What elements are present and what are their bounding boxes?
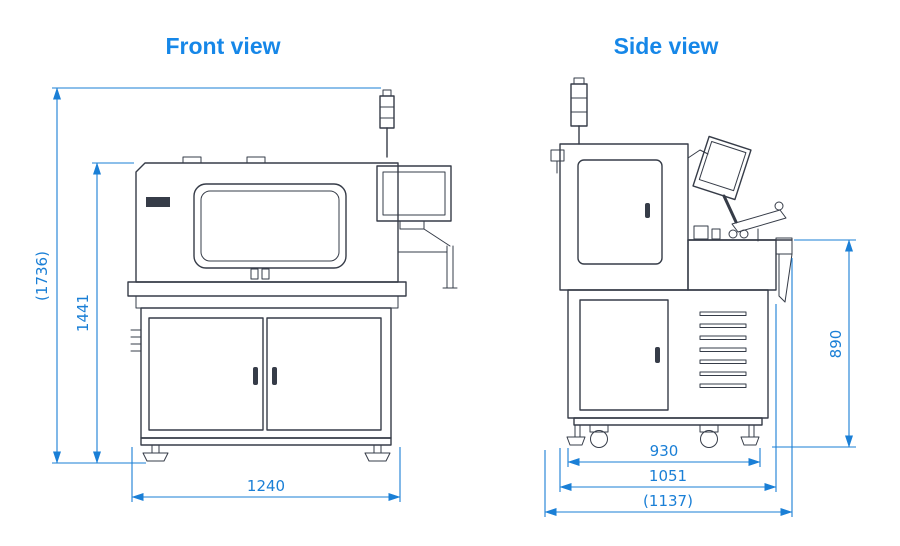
side-foot-right xyxy=(740,424,760,446)
front-upper-enclosure xyxy=(135,162,399,283)
front-top-tab-right xyxy=(246,156,266,164)
side-caster-left xyxy=(589,424,609,448)
side-signal-tower xyxy=(570,77,588,145)
monitor-frame xyxy=(376,165,452,222)
monitor-arm xyxy=(423,228,451,247)
front-cabinet xyxy=(140,307,392,439)
door-handle-left xyxy=(253,367,258,385)
side-monitor xyxy=(692,135,752,201)
side-view: Side view xyxy=(544,33,856,517)
front-window-outer xyxy=(193,183,347,269)
side-caster-right xyxy=(699,424,719,448)
front-table-band xyxy=(127,281,407,297)
side-upper-door-handle xyxy=(645,203,650,218)
front-window-inner xyxy=(200,190,340,262)
dim-label-base-depth: 1051 xyxy=(649,467,687,485)
side-foot-left xyxy=(566,424,586,446)
side-upper-enclosure xyxy=(559,143,689,291)
keyboard-tray xyxy=(731,209,787,233)
tower-cap xyxy=(382,89,392,97)
door-handle-right xyxy=(272,367,277,385)
front-fixture-right xyxy=(261,268,270,280)
side-monitor-assembly xyxy=(687,135,787,242)
front-top-tab-left xyxy=(182,156,202,164)
front-signal-tower xyxy=(379,89,395,158)
dim-label-cabinet-depth: 930 xyxy=(650,442,679,460)
front-monitor-assembly xyxy=(376,165,458,289)
table-support-bracket xyxy=(778,253,793,303)
monitor-mount xyxy=(722,194,738,224)
monitor-screen xyxy=(382,171,446,216)
side-cabinet-door xyxy=(579,299,669,411)
front-view: Front view xyxy=(33,33,458,502)
side-vent-slats xyxy=(699,311,747,388)
dim-label-body-height: 1441 xyxy=(74,294,92,332)
front-cabinet-door-right xyxy=(266,317,382,431)
front-vent-ticks xyxy=(130,329,142,352)
front-table-band-lower xyxy=(135,295,399,309)
front-machine-drawing xyxy=(127,89,458,462)
dim-label-overall-height: (1736) xyxy=(33,251,51,301)
front-dimensions: (1736) 1441 1240 xyxy=(33,87,401,502)
side-base xyxy=(573,417,763,426)
front-fixture-left xyxy=(250,268,259,280)
side-view-title: Side view xyxy=(614,33,719,59)
dim-label-overall-width: 1240 xyxy=(247,477,285,495)
monitor-bracket xyxy=(399,220,425,230)
tower-body xyxy=(379,95,395,129)
side-machine-drawing xyxy=(550,77,793,448)
side-cabinet-door-handle xyxy=(655,347,660,363)
side-dimensions: 890 930 1051 (1137) xyxy=(544,239,856,517)
brand-logo xyxy=(146,197,170,207)
front-base xyxy=(140,437,392,446)
front-foot-right xyxy=(364,444,391,462)
mouse xyxy=(774,201,784,211)
monitor-arm xyxy=(687,149,709,159)
side-upper-door xyxy=(577,159,663,265)
dim-label-overall-depth: (1137) xyxy=(643,492,693,510)
front-view-title: Front view xyxy=(165,33,280,59)
front-foot-left xyxy=(142,444,169,462)
front-cabinet-door-left xyxy=(148,317,264,431)
side-rear-bracket xyxy=(550,149,565,174)
dim-label-table-height: 890 xyxy=(827,330,845,359)
